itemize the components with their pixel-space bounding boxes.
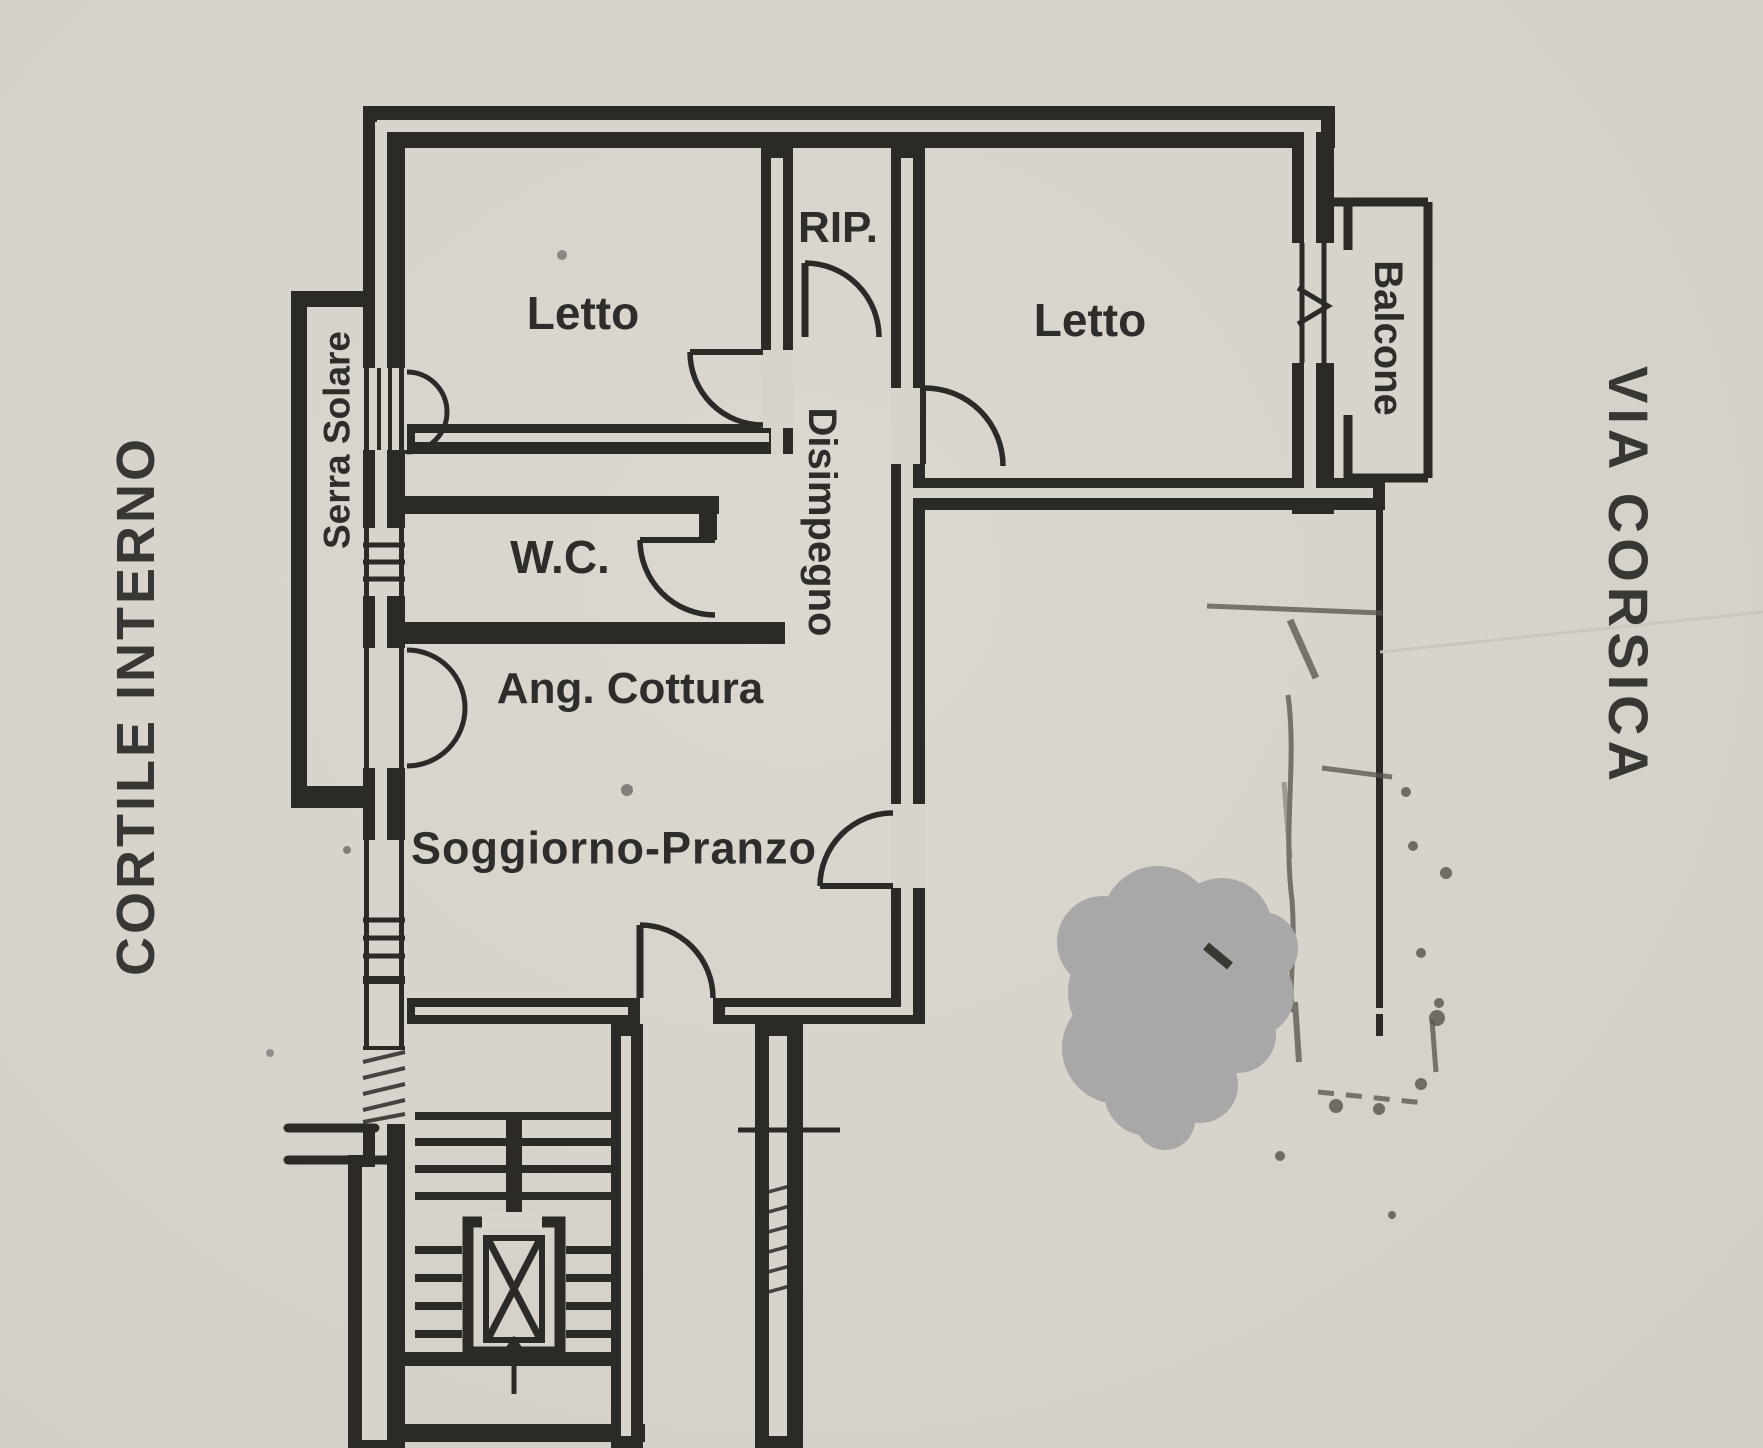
doors xyxy=(636,260,1006,999)
building-edge-line xyxy=(1376,510,1383,1036)
room-label-disimpegno: Disimpegno xyxy=(800,407,844,637)
wall-serra-bottom xyxy=(291,786,385,808)
landing-wall-details xyxy=(738,1127,840,1297)
wall-cores xyxy=(362,120,1373,1440)
label-via-corsica: VIA CORSICA xyxy=(1597,365,1660,787)
wall-bottom-edge xyxy=(363,1424,645,1442)
door-letto-left-icon xyxy=(687,349,764,428)
ink-specks xyxy=(266,250,633,1057)
room-label-rip: RIP. xyxy=(798,203,878,252)
room-label-ang-cottura: Ang. Cottura xyxy=(496,664,764,713)
room-label-letto-right: Letto xyxy=(1033,294,1147,346)
window-balcone-icon xyxy=(1290,243,1336,363)
room-label-balcone: Balcone xyxy=(1366,260,1410,416)
door-wc-icon xyxy=(637,537,716,618)
left-wall-windows xyxy=(361,368,468,1124)
elevator-shaft xyxy=(462,1212,566,1358)
room-label-wc: W.C. xyxy=(510,531,610,583)
room-label-serra-solare: Serra Solare xyxy=(316,330,358,550)
window-balcone xyxy=(1290,243,1336,363)
pen-tick-over-blob xyxy=(1203,942,1233,970)
door-soggiorno-right-icon xyxy=(817,810,894,889)
wall-serra-outer xyxy=(291,291,307,805)
wall-hatch-left xyxy=(362,1050,406,1124)
door-gaps xyxy=(761,350,925,888)
stair-divider xyxy=(506,1116,522,1228)
wall-wc-jamb xyxy=(699,496,717,540)
wall-wc-top xyxy=(403,496,719,514)
paper-crease xyxy=(1379,610,1763,654)
wall-serra-top xyxy=(291,291,367,307)
door-rip-icon xyxy=(801,260,882,338)
stair-direction-arrow-icon xyxy=(502,1335,526,1394)
room-label-soggiorno-pranzo: Soggiorno-Pranzo xyxy=(411,822,817,874)
wall-wc-bottom xyxy=(403,622,785,644)
pencil-marks xyxy=(1206,603,1439,1106)
room-label-letto-left: Letto xyxy=(526,287,640,339)
door-letto-right-icon xyxy=(920,385,1006,467)
courtyard-wall-stubs xyxy=(283,1123,405,1165)
door-entrance-icon xyxy=(636,922,716,999)
balcone-outline xyxy=(1334,197,1433,483)
stairwell xyxy=(415,1112,611,1394)
label-cortile-interno: CORTILE INTERNO xyxy=(106,436,166,976)
redaction-blob xyxy=(1057,866,1298,1150)
pencil-dots xyxy=(1275,787,1452,1219)
